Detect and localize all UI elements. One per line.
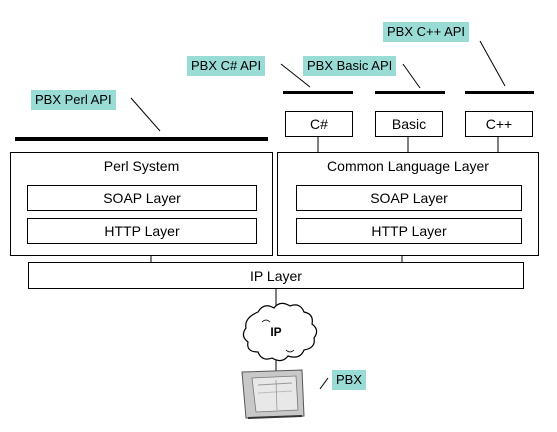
csharp-api-leader — [280, 63, 311, 88]
pbx-leader — [319, 377, 329, 390]
basic-api-box: Basic — [375, 111, 443, 137]
common-language-layer-title: Common Language Layer — [327, 158, 489, 174]
pbx-callout: PBX — [332, 370, 367, 390]
perl-system-title: Perl System — [103, 158, 180, 174]
ip-cloud-icon — [242, 302, 318, 362]
cll-http-layer: HTTP Layer — [296, 218, 522, 244]
ip-cloud-label: IP — [270, 325, 281, 339]
ip-layer-box: IP Layer — [28, 262, 524, 289]
basic-api-callout: PBX Basic API — [303, 56, 397, 76]
cpp-api-callout: PBX C++ API — [383, 22, 470, 42]
perl-soap-layer: SOAP Layer — [27, 185, 257, 211]
perl-api-leader — [130, 97, 161, 132]
cpp-api-bar — [465, 91, 534, 94]
perl-system-box: Perl System SOAP Layer HTTP Layer — [10, 152, 273, 256]
perl-api-callout: PBX Perl API — [31, 90, 116, 110]
perl-http-layer: HTTP Layer — [27, 218, 257, 244]
cpp-api-leader — [479, 40, 506, 87]
common-language-layer-box: Common Language Layer SOAP Layer HTTP La… — [277, 152, 539, 256]
csharp-api-bar — [283, 91, 353, 94]
csharp-api-box: C# — [285, 111, 353, 137]
basic-api-bar — [375, 91, 445, 94]
basic-api-leader — [402, 63, 421, 89]
csharp-api-callout: PBX C# API — [187, 56, 266, 76]
cll-soap-layer: SOAP Layer — [296, 185, 522, 211]
perl-api-bar — [15, 137, 268, 141]
pbx-device-icon — [241, 369, 305, 419]
cpp-api-box: C++ — [465, 111, 533, 137]
